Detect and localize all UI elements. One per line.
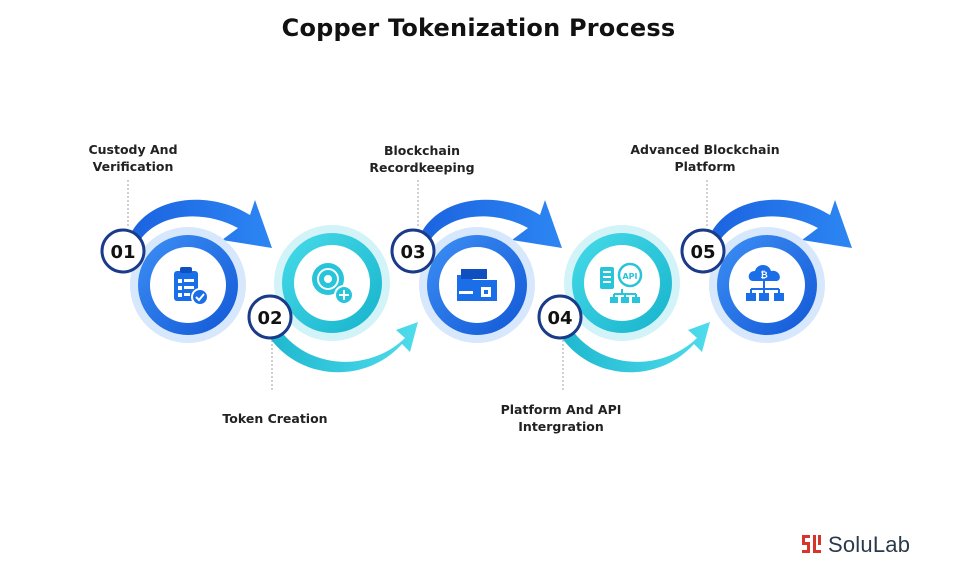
step-01 bbox=[100, 199, 272, 343]
step-number-badge bbox=[680, 228, 726, 274]
step-05: ₿ bbox=[680, 199, 852, 343]
step-number: 04 bbox=[547, 308, 572, 329]
step-number: 01 bbox=[110, 242, 135, 263]
step-label-05: Advanced Blockchain Platform bbox=[615, 141, 795, 175]
cloud-bitcoin-network-icon: ₿ bbox=[746, 265, 784, 301]
brand-logo: SoluLab bbox=[802, 531, 910, 559]
step-label-04: Platform And API Intergration bbox=[480, 401, 642, 435]
clipboard-verification-icon bbox=[174, 267, 209, 306]
brand-name: SoluLab bbox=[828, 532, 911, 557]
step-number-badge bbox=[390, 228, 436, 274]
step-label-01: Custody And Verification bbox=[58, 141, 208, 175]
label-line: Platform bbox=[674, 159, 736, 174]
step-03 bbox=[390, 199, 562, 343]
flow-arrow bbox=[270, 322, 418, 373]
label-line: Recordkeeping bbox=[369, 160, 475, 175]
label-line: Advanced Blockchain bbox=[630, 142, 780, 157]
page-title: Copper Tokenization Process bbox=[281, 14, 676, 42]
token-add-icon bbox=[312, 263, 354, 305]
step-04: API bbox=[537, 225, 710, 373]
solulab-logo-icon bbox=[802, 535, 821, 553]
step-number-badge bbox=[100, 228, 146, 274]
step-label-03: Blockchain Recordkeeping bbox=[342, 142, 502, 176]
flow-arrow bbox=[710, 199, 852, 248]
flow-arrow bbox=[130, 199, 272, 248]
step-02 bbox=[247, 225, 418, 373]
folder-chip-icon bbox=[457, 269, 497, 301]
api-network-icon: API bbox=[600, 262, 643, 303]
step-number: 03 bbox=[400, 242, 425, 263]
label-line: Custody And bbox=[88, 142, 178, 157]
step-label-02: Token Creation bbox=[190, 410, 360, 427]
svg-text:API: API bbox=[622, 272, 637, 281]
step-number-badge bbox=[247, 294, 293, 340]
flow-arrow bbox=[562, 322, 710, 373]
label-line: Blockchain bbox=[383, 143, 461, 158]
label-line: Platform And API bbox=[500, 402, 622, 417]
label-line: Intergration bbox=[518, 419, 604, 434]
step-number-badge bbox=[537, 294, 583, 340]
icon-circle bbox=[729, 247, 805, 323]
svg-text:₿: ₿ bbox=[760, 270, 767, 281]
flow-arrow bbox=[420, 199, 562, 248]
step-number: 05 bbox=[690, 242, 715, 263]
step-number: 02 bbox=[257, 308, 282, 329]
label-line: Token Creation bbox=[222, 411, 328, 426]
label-line: Verification bbox=[92, 159, 174, 174]
